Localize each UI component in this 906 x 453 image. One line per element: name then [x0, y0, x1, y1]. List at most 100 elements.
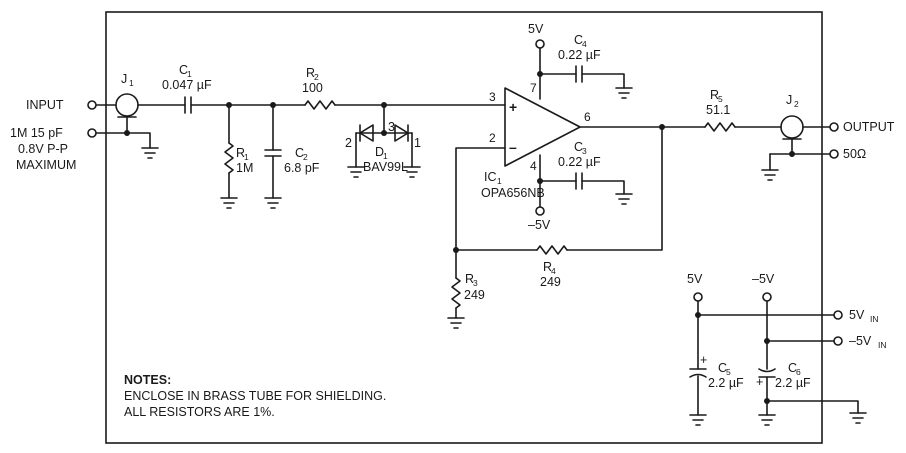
capacitor-c3: C3 0.22 µF — [558, 140, 601, 190]
svg-text:2: 2 — [345, 136, 352, 150]
pos-in-terminal[interactable] — [833, 310, 843, 320]
rail-neg-label: –5V — [752, 272, 775, 286]
svg-text:+: + — [509, 99, 517, 115]
ground-symbol-r1 — [220, 197, 238, 209]
ground-symbol-d1-right — [403, 166, 421, 178]
svg-text:249: 249 — [540, 275, 561, 289]
svg-text:–5V: –5V — [849, 334, 872, 348]
enclosure-box — [105, 11, 823, 444]
svg-text:0.22 µF: 0.22 µF — [558, 48, 601, 62]
svg-text:2: 2 — [794, 99, 799, 109]
output-label: OUTPUT — [843, 120, 895, 134]
svg-text:7: 7 — [530, 81, 537, 95]
ground-symbol-d1-left — [347, 166, 365, 178]
svg-text:D: D — [375, 145, 384, 159]
svg-text:C: C — [574, 33, 583, 47]
svg-text:OPA656NB: OPA656NB — [481, 186, 545, 200]
input-terminal[interactable] — [87, 100, 97, 110]
input-label: INPUT — [26, 98, 64, 112]
svg-text:ENCLOSE IN BRASS TUBE FOR SHIE: ENCLOSE IN BRASS TUBE FOR SHIELDING. — [124, 389, 386, 403]
output-terminal[interactable] — [829, 122, 839, 132]
svg-text:1: 1 — [497, 176, 502, 186]
diode-d1: 2 3 1 D1 BAV99L — [345, 104, 421, 174]
neg-in-terminal[interactable] — [833, 336, 843, 346]
svg-text:C: C — [718, 361, 727, 375]
input-spec: 1M 15 pF 0.8V P-P MAXIMUM — [10, 126, 76, 172]
svg-text:0.047 µF: 0.047 µF — [162, 78, 212, 92]
pos-in-label: 5V IN — [849, 308, 879, 324]
svg-text:ALL RESISTORS ARE 1%.: ALL RESISTORS ARE 1%. — [124, 405, 275, 419]
svg-text:J: J — [121, 72, 127, 86]
ground-symbol-j2 — [761, 169, 779, 181]
input-shield-terminal[interactable] — [87, 128, 97, 138]
svg-text:5: 5 — [718, 94, 723, 104]
svg-text:C: C — [295, 146, 304, 160]
svg-text:2: 2 — [314, 72, 319, 82]
svg-text:3: 3 — [388, 120, 395, 134]
svg-text:3: 3 — [582, 146, 587, 156]
svg-text:+: + — [756, 375, 763, 389]
svg-text:2: 2 — [303, 152, 308, 162]
rail-pos-terminal[interactable] — [693, 292, 703, 302]
svg-text:R: R — [306, 66, 315, 80]
svg-text:3: 3 — [489, 90, 496, 104]
rail-neg-terminal[interactable] — [762, 292, 772, 302]
svg-text:5: 5 — [726, 367, 731, 377]
svg-text:IC: IC — [484, 170, 497, 184]
svg-text:C: C — [574, 140, 583, 154]
svg-text:249: 249 — [464, 288, 485, 302]
svg-text:6.8 pF: 6.8 pF — [284, 161, 320, 175]
svg-text:4: 4 — [530, 159, 537, 173]
svg-text:IN: IN — [878, 340, 887, 350]
svg-text:1M: 1M — [236, 161, 253, 175]
svg-text:1: 1 — [414, 136, 421, 150]
svg-text:1M 15 pF: 1M 15 pF — [10, 126, 63, 140]
svg-text:4: 4 — [551, 266, 556, 276]
svg-text:1: 1 — [383, 151, 388, 161]
ground-symbol-c3 — [615, 193, 633, 205]
notes-block: NOTES: ENCLOSE IN BRASS TUBE FOR SHIELDI… — [124, 373, 386, 419]
svg-text:R: R — [710, 88, 719, 102]
svg-text:100: 100 — [302, 81, 323, 95]
ground-symbol-outer — [849, 412, 867, 424]
resistor-r4: R4 249 — [536, 245, 568, 289]
svg-text:NOTES:: NOTES: — [124, 373, 171, 387]
term-terminal[interactable] — [829, 149, 839, 159]
ic-vpos-label: 5V — [528, 22, 544, 36]
svg-text:0.8V P-P: 0.8V P-P — [18, 142, 68, 156]
ground-symbol-c6 — [758, 414, 776, 426]
svg-text:1: 1 — [244, 152, 249, 162]
capacitor-c6: + C6 2.2 µF — [756, 361, 811, 390]
ic-vneg-label: –5V — [528, 218, 551, 232]
svg-text:2: 2 — [489, 131, 496, 145]
svg-text:BAV99L: BAV99L — [363, 160, 408, 174]
resistor-r5: R5 51.1 — [704, 88, 736, 132]
svg-text:1: 1 — [129, 78, 134, 88]
svg-text:R: R — [465, 272, 474, 286]
svg-text:R: R — [236, 146, 245, 160]
capacitor-c5: + C5 2.2 µF — [689, 353, 744, 390]
ic-vpos-terminal[interactable] — [535, 39, 545, 49]
ic-vneg-terminal[interactable] — [535, 206, 545, 216]
ground-symbol-c5 — [689, 414, 707, 426]
svg-text:4: 4 — [582, 39, 587, 49]
svg-text:C: C — [179, 63, 188, 77]
ground-symbol-j1 — [141, 147, 159, 159]
ground-symbol-c4 — [615, 87, 633, 99]
svg-text:R: R — [543, 260, 552, 274]
svg-text:2.2 µF: 2.2 µF — [775, 376, 811, 390]
svg-text:C: C — [788, 361, 797, 375]
svg-text:MAXIMUM: MAXIMUM — [16, 158, 76, 172]
svg-text:2.2 µF: 2.2 µF — [708, 376, 744, 390]
resistor-r3: R3 249 — [451, 272, 485, 309]
svg-text:–: – — [509, 139, 517, 155]
svg-text:J: J — [786, 93, 792, 107]
svg-text:51.1: 51.1 — [706, 103, 730, 117]
svg-text:0.22 µF: 0.22 µF — [558, 155, 601, 169]
ground-symbol-r3 — [447, 317, 465, 329]
svg-text:IN: IN — [870, 314, 879, 324]
